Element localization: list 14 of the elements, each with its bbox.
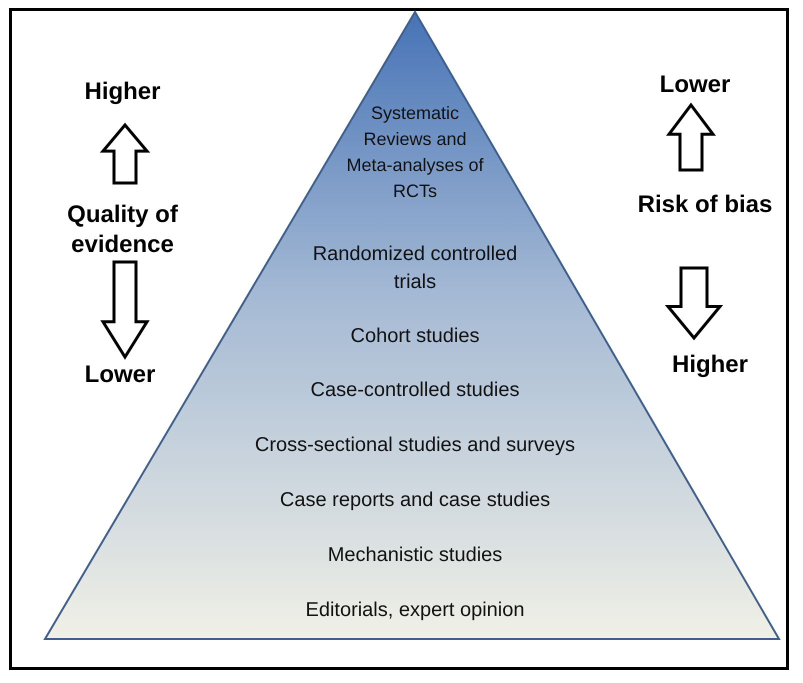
axis-label: Higher [83, 77, 162, 107]
evidence-level: Mechanistic studies [326, 543, 504, 568]
evidence-level: Systematic Reviews and Meta-analyses of RCTs [345, 102, 485, 203]
evidence-level: Cohort studies [350, 324, 480, 349]
evidence-level: Cross-sectional studies and surveys [254, 433, 576, 458]
evidence-level: Case-controlled studies [310, 378, 520, 403]
axis-label: Lower [84, 360, 156, 390]
axis-label: Quality of evidence [66, 200, 179, 260]
axis-label: Risk of bias [636, 190, 774, 220]
axis-label: Lower [658, 70, 732, 100]
evidence-level: Case reports and case studies [278, 488, 552, 513]
axis-label: Higher [670, 350, 749, 380]
evidence-level: Editorials, expert opinion [304, 598, 526, 623]
evidence-level: Randomized controlled trials [312, 242, 518, 295]
